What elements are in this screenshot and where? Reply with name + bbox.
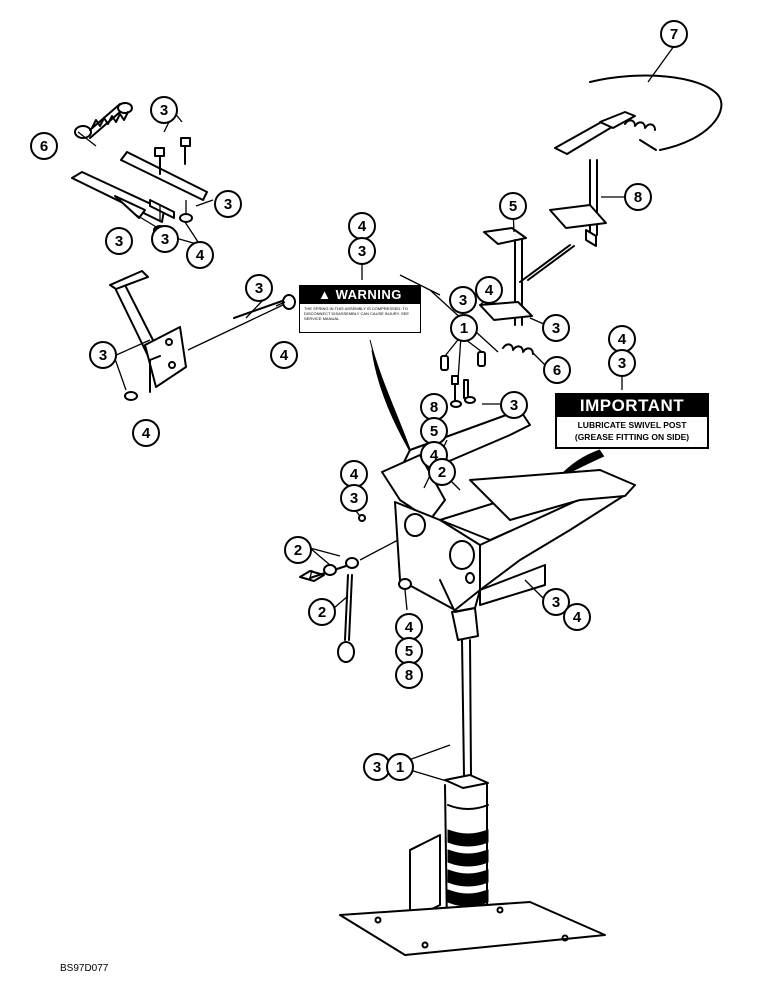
callout-bubble: 3: [150, 96, 178, 124]
pedestal-housing: [369, 339, 636, 641]
callout-bubble: 3: [608, 349, 636, 377]
callout-bubble: 3: [500, 391, 528, 419]
callout-bubble: 8: [624, 183, 652, 211]
callout-bubble: 4: [132, 419, 160, 447]
callout-bubble: 1: [386, 753, 414, 781]
callout-bubble: 4: [348, 212, 376, 240]
callout-bubble: 6: [543, 356, 571, 384]
callout-bubble: 3: [151, 225, 179, 253]
warning-decal: ▲ WARNING THE SPRING IN THIS ASSEMBLY IS…: [299, 285, 421, 333]
callout-bubble: 3: [245, 274, 273, 302]
important-title: IMPORTANT: [557, 395, 707, 417]
callout-bubble: 4: [475, 276, 503, 304]
callout-bubble: 4: [563, 603, 591, 631]
callout-bubble: 8: [420, 393, 448, 421]
callout-bubble: 3: [105, 227, 133, 255]
callout-bubble: 4: [608, 325, 636, 353]
callout-bubble: 4: [186, 241, 214, 269]
callout-bubble: 5: [499, 192, 527, 220]
callout-bubble: 3: [214, 190, 242, 218]
cable-assembly: [519, 74, 723, 283]
callout-bubble: 4: [270, 341, 298, 369]
important-decal: IMPORTANT LUBRICATE SWIVEL POST (GREASE …: [555, 393, 709, 449]
callout-bubble: 3: [542, 314, 570, 342]
linkage-rod: [299, 514, 412, 663]
warning-text: THE SPRING IN THIS ASSEMBLY IS COMPRESSE…: [304, 306, 409, 321]
callout-bubble: 2: [428, 458, 456, 486]
pivot-shaft: [399, 227, 534, 355]
warning-title: ▲ WARNING: [300, 286, 420, 304]
reference-code: BS97D077: [60, 963, 109, 974]
callout-bubble: 2: [308, 598, 336, 626]
callout-bubble: 3: [340, 484, 368, 512]
callout-bubble: 7: [660, 20, 688, 48]
callout-bubble: 6: [30, 132, 58, 160]
callout-bubble: 3: [348, 237, 376, 265]
important-text: LUBRICATE SWIVEL POST (GREASE FITTING ON…: [557, 417, 707, 443]
spring-lever-assembly: [71, 102, 208, 235]
callout-bubble: 3: [449, 286, 477, 314]
callout-bubble: 1: [450, 314, 478, 342]
warning-triangle-icon: ▲: [318, 287, 336, 302]
callout-bubble: 4: [395, 613, 423, 641]
fasteners-group: [440, 351, 486, 408]
callout-bubble: 2: [284, 536, 312, 564]
important-line-2: (GREASE FITTING ON SIDE): [574, 432, 690, 442]
callout-bubble: 3: [89, 341, 117, 369]
important-line-1: LUBRICATE SWIVEL POST: [577, 420, 687, 430]
callout-bubble: 8: [395, 661, 423, 689]
column-post: [339, 639, 606, 956]
handle-lever-assembly: [109, 270, 296, 401]
